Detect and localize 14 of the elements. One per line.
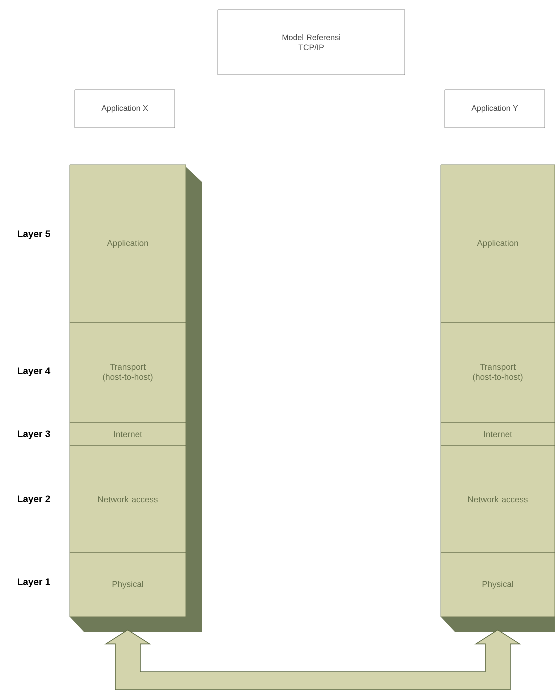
layer-box: Internet <box>440 422 556 446</box>
layer-box: Internet <box>70 422 186 446</box>
title-box: Model Referensi TCP/IP <box>218 10 406 76</box>
layer-label: Layer 5 <box>18 230 50 240</box>
layer-box: Physical <box>70 552 186 618</box>
layer-box: Application <box>70 164 186 324</box>
layer-box: Physical <box>440 552 556 618</box>
application-box: Application Y <box>444 90 546 128</box>
layer-label: Layer 4 <box>18 368 51 376</box>
application-box: Application X <box>74 90 176 128</box>
layer-box: Application <box>440 164 556 324</box>
layer-label: Layer 2 <box>18 496 50 504</box>
layer-label: Layer 3 <box>18 430 50 440</box>
layer-label: Layer 1 <box>18 578 50 588</box>
